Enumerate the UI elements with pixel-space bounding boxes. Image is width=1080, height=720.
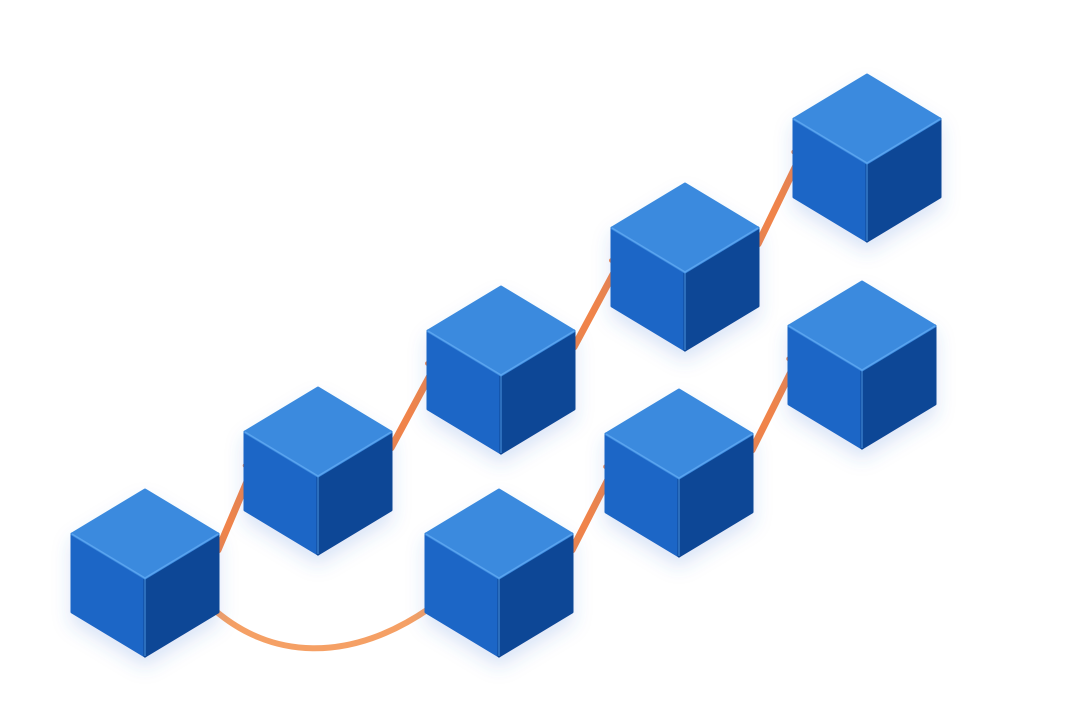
block-cube xyxy=(787,280,937,450)
block-cube xyxy=(604,388,754,558)
curved-connector xyxy=(207,603,433,652)
block-cube xyxy=(610,182,760,352)
blocks xyxy=(70,73,942,658)
block-cube xyxy=(243,386,393,556)
block-cube xyxy=(70,488,220,658)
block-cube xyxy=(424,488,574,658)
block-cube xyxy=(792,73,942,243)
block-cube xyxy=(426,285,576,455)
